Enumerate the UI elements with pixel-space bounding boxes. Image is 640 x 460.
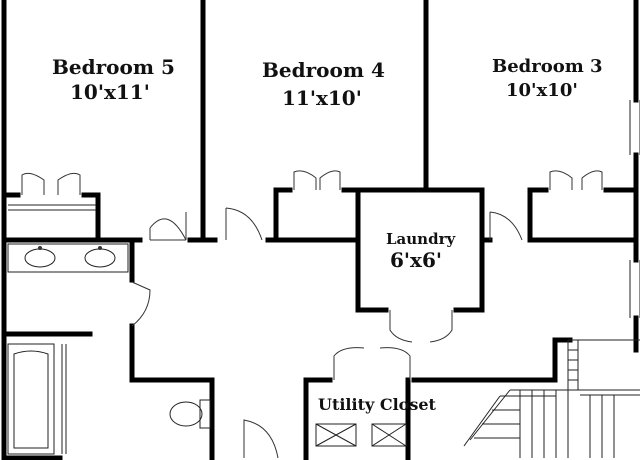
water-heater-left: [315, 423, 357, 447]
bedroom4-size: 11'x10': [282, 86, 362, 110]
laundry-name: Laundry: [386, 230, 456, 248]
bedroom5-name: Bedroom 5: [52, 55, 175, 79]
utility-closet-name: Utility Closet: [318, 395, 436, 414]
doors: [21, 170, 603, 459]
staircase: [463, 339, 640, 458]
bedroom5-size: 10'x11': [70, 80, 150, 104]
fixtures: [7, 100, 640, 455]
bathtub: [7, 343, 55, 455]
vanity-counter: [7, 243, 129, 273]
sink-right: [84, 248, 116, 268]
sink-left: [24, 248, 56, 268]
laundry-size: 6'x6': [390, 248, 443, 272]
water-heater-right: [371, 423, 407, 447]
bedroom3-size: 10'x10': [506, 80, 578, 101]
bedroom3-name: Bedroom 3: [492, 56, 603, 77]
toilet: [169, 401, 203, 427]
bedroom4-name: Bedroom 4: [262, 58, 385, 82]
